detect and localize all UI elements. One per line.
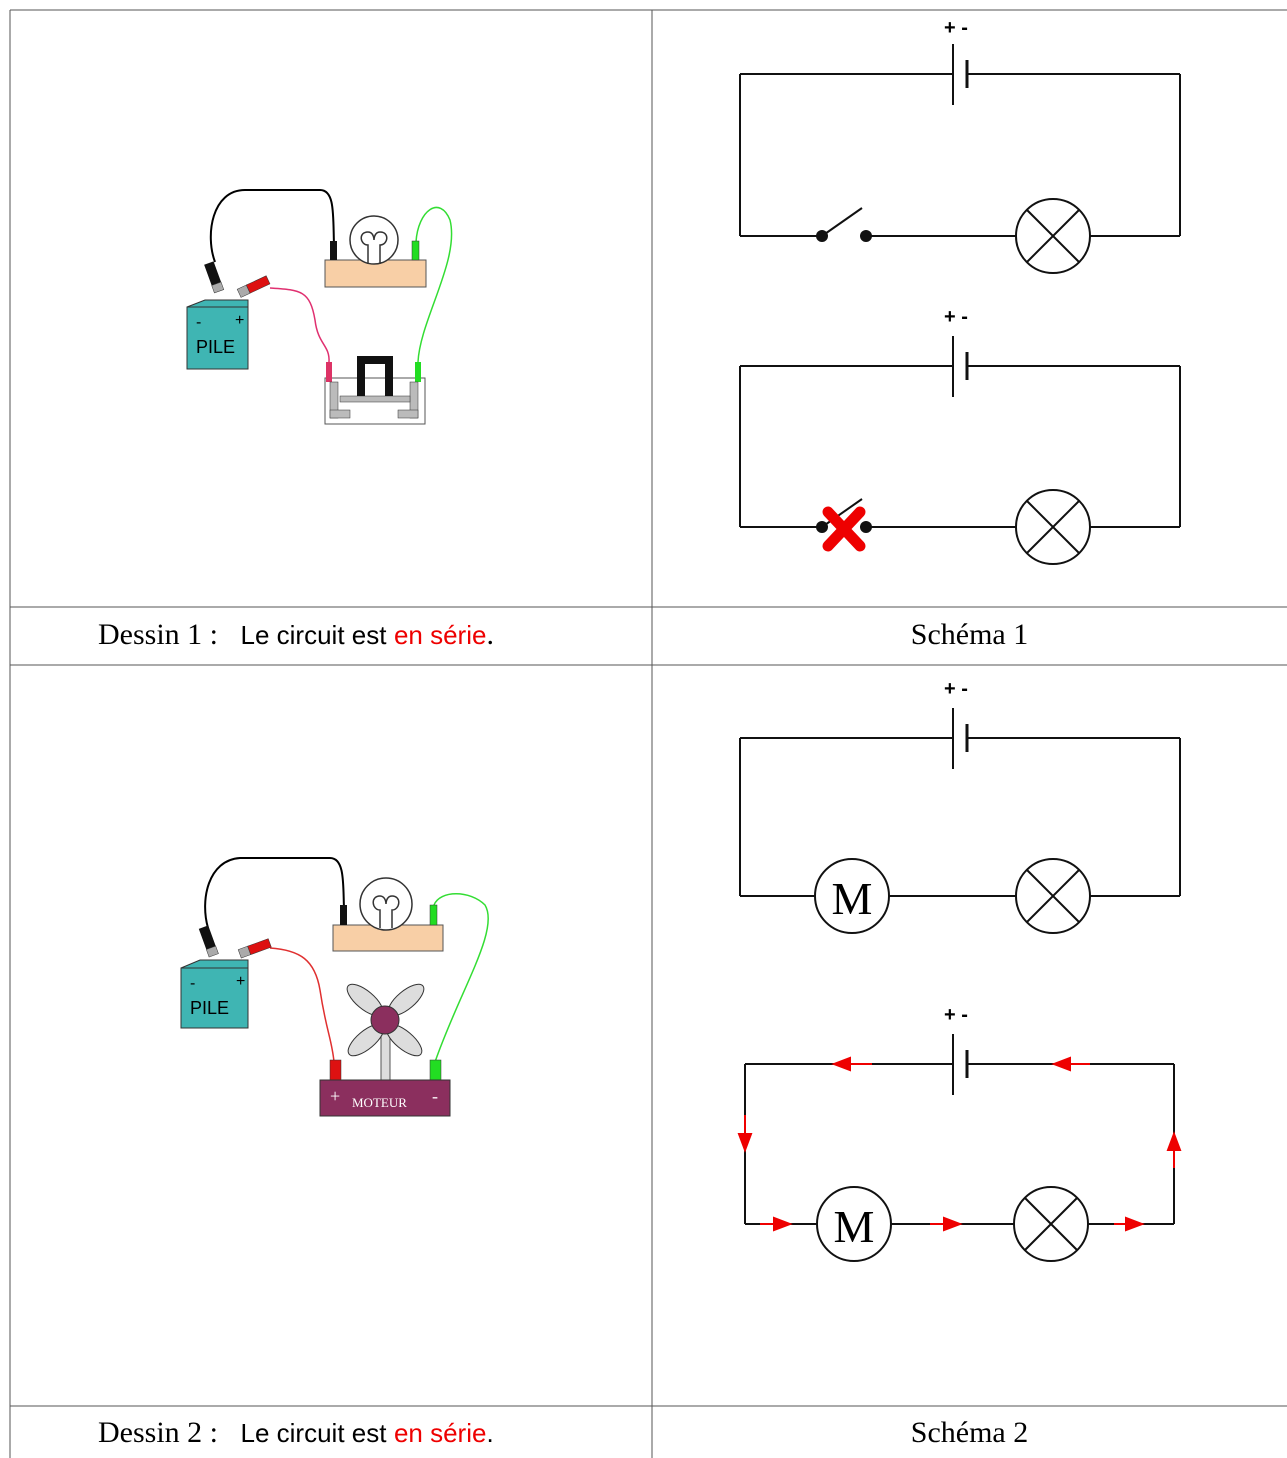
black-clip	[198, 925, 219, 958]
schema-1a: + -	[739, 17, 1181, 274]
green-wire	[433, 893, 490, 1063]
schema-caption: Schéma 1	[910, 618, 1029, 651]
green-wire	[415, 206, 453, 363]
table-grid	[9, 9, 1287, 1458]
caption-text: Le circuit est	[240, 1418, 387, 1448]
red-clip	[237, 938, 272, 959]
battery-minus: -	[190, 975, 195, 992]
battery-plus: +	[235, 312, 244, 329]
battery: - + PILE	[180, 959, 249, 1029]
caption-text: Le circuit est	[240, 620, 387, 650]
caption-dessin-2: Dessin 2 : Le circuit est en série.	[98, 1416, 494, 1450]
red-wire	[269, 287, 330, 363]
drawing-2: - + PILE	[180, 857, 490, 1117]
lamp-holder	[324, 215, 427, 288]
black-wire	[204, 857, 345, 929]
caption-schema-1: Schéma 1	[652, 618, 1287, 652]
switch	[324, 356, 426, 425]
motor-symbol-label-2a: M	[832, 873, 873, 924]
current-arrows	[737, 1056, 1182, 1232]
motor-label: MOTEUR	[352, 1095, 407, 1110]
polarity-label-1a: + -	[944, 17, 968, 39]
caption-label: Dessin 2 :	[98, 1416, 218, 1449]
caption-end: .	[486, 1418, 494, 1448]
polarity-label-2b: + -	[944, 1004, 968, 1026]
black-clip	[204, 261, 225, 294]
motor-plus: +	[330, 1086, 340, 1106]
battery-minus: -	[196, 314, 201, 331]
motor-symbol-label-2b: M	[834, 1201, 875, 1252]
caption-label: Dessin 1 :	[98, 618, 218, 651]
schema-2b: + -	[744, 1004, 1175, 1262]
caption-end: .	[486, 618, 494, 651]
red-wire	[269, 947, 335, 1063]
schema-caption: Schéma 2	[910, 1416, 1029, 1449]
battery: - + PILE	[186, 299, 249, 370]
schema-1b: + -	[739, 306, 1181, 565]
battery-plus: +	[236, 973, 245, 990]
motor: + MOTEUR -	[319, 983, 451, 1117]
caption-dessin-1: Dessin 1 : Le circuit est en série.	[98, 618, 494, 652]
lamp-symbol	[1015, 198, 1091, 274]
drawing-1: - + PILE	[186, 189, 453, 425]
polarity-label-1b: + -	[944, 306, 968, 328]
red-clip	[236, 275, 271, 298]
caption-highlight: en série	[393, 1418, 487, 1448]
polarity-label-2a: + -	[944, 678, 968, 700]
black-wire	[209, 189, 335, 263]
caption-highlight: en série	[393, 620, 487, 650]
motor-minus: -	[432, 1086, 438, 1106]
switch-lever	[821, 207, 863, 237]
battery-label: PILE	[190, 998, 229, 1018]
caption-schema-2: Schéma 2	[652, 1416, 1287, 1450]
lamp-holder	[332, 877, 444, 952]
cross-mark	[822, 506, 866, 552]
schema-2a: + -	[739, 678, 1181, 934]
battery-label: PILE	[196, 337, 235, 357]
